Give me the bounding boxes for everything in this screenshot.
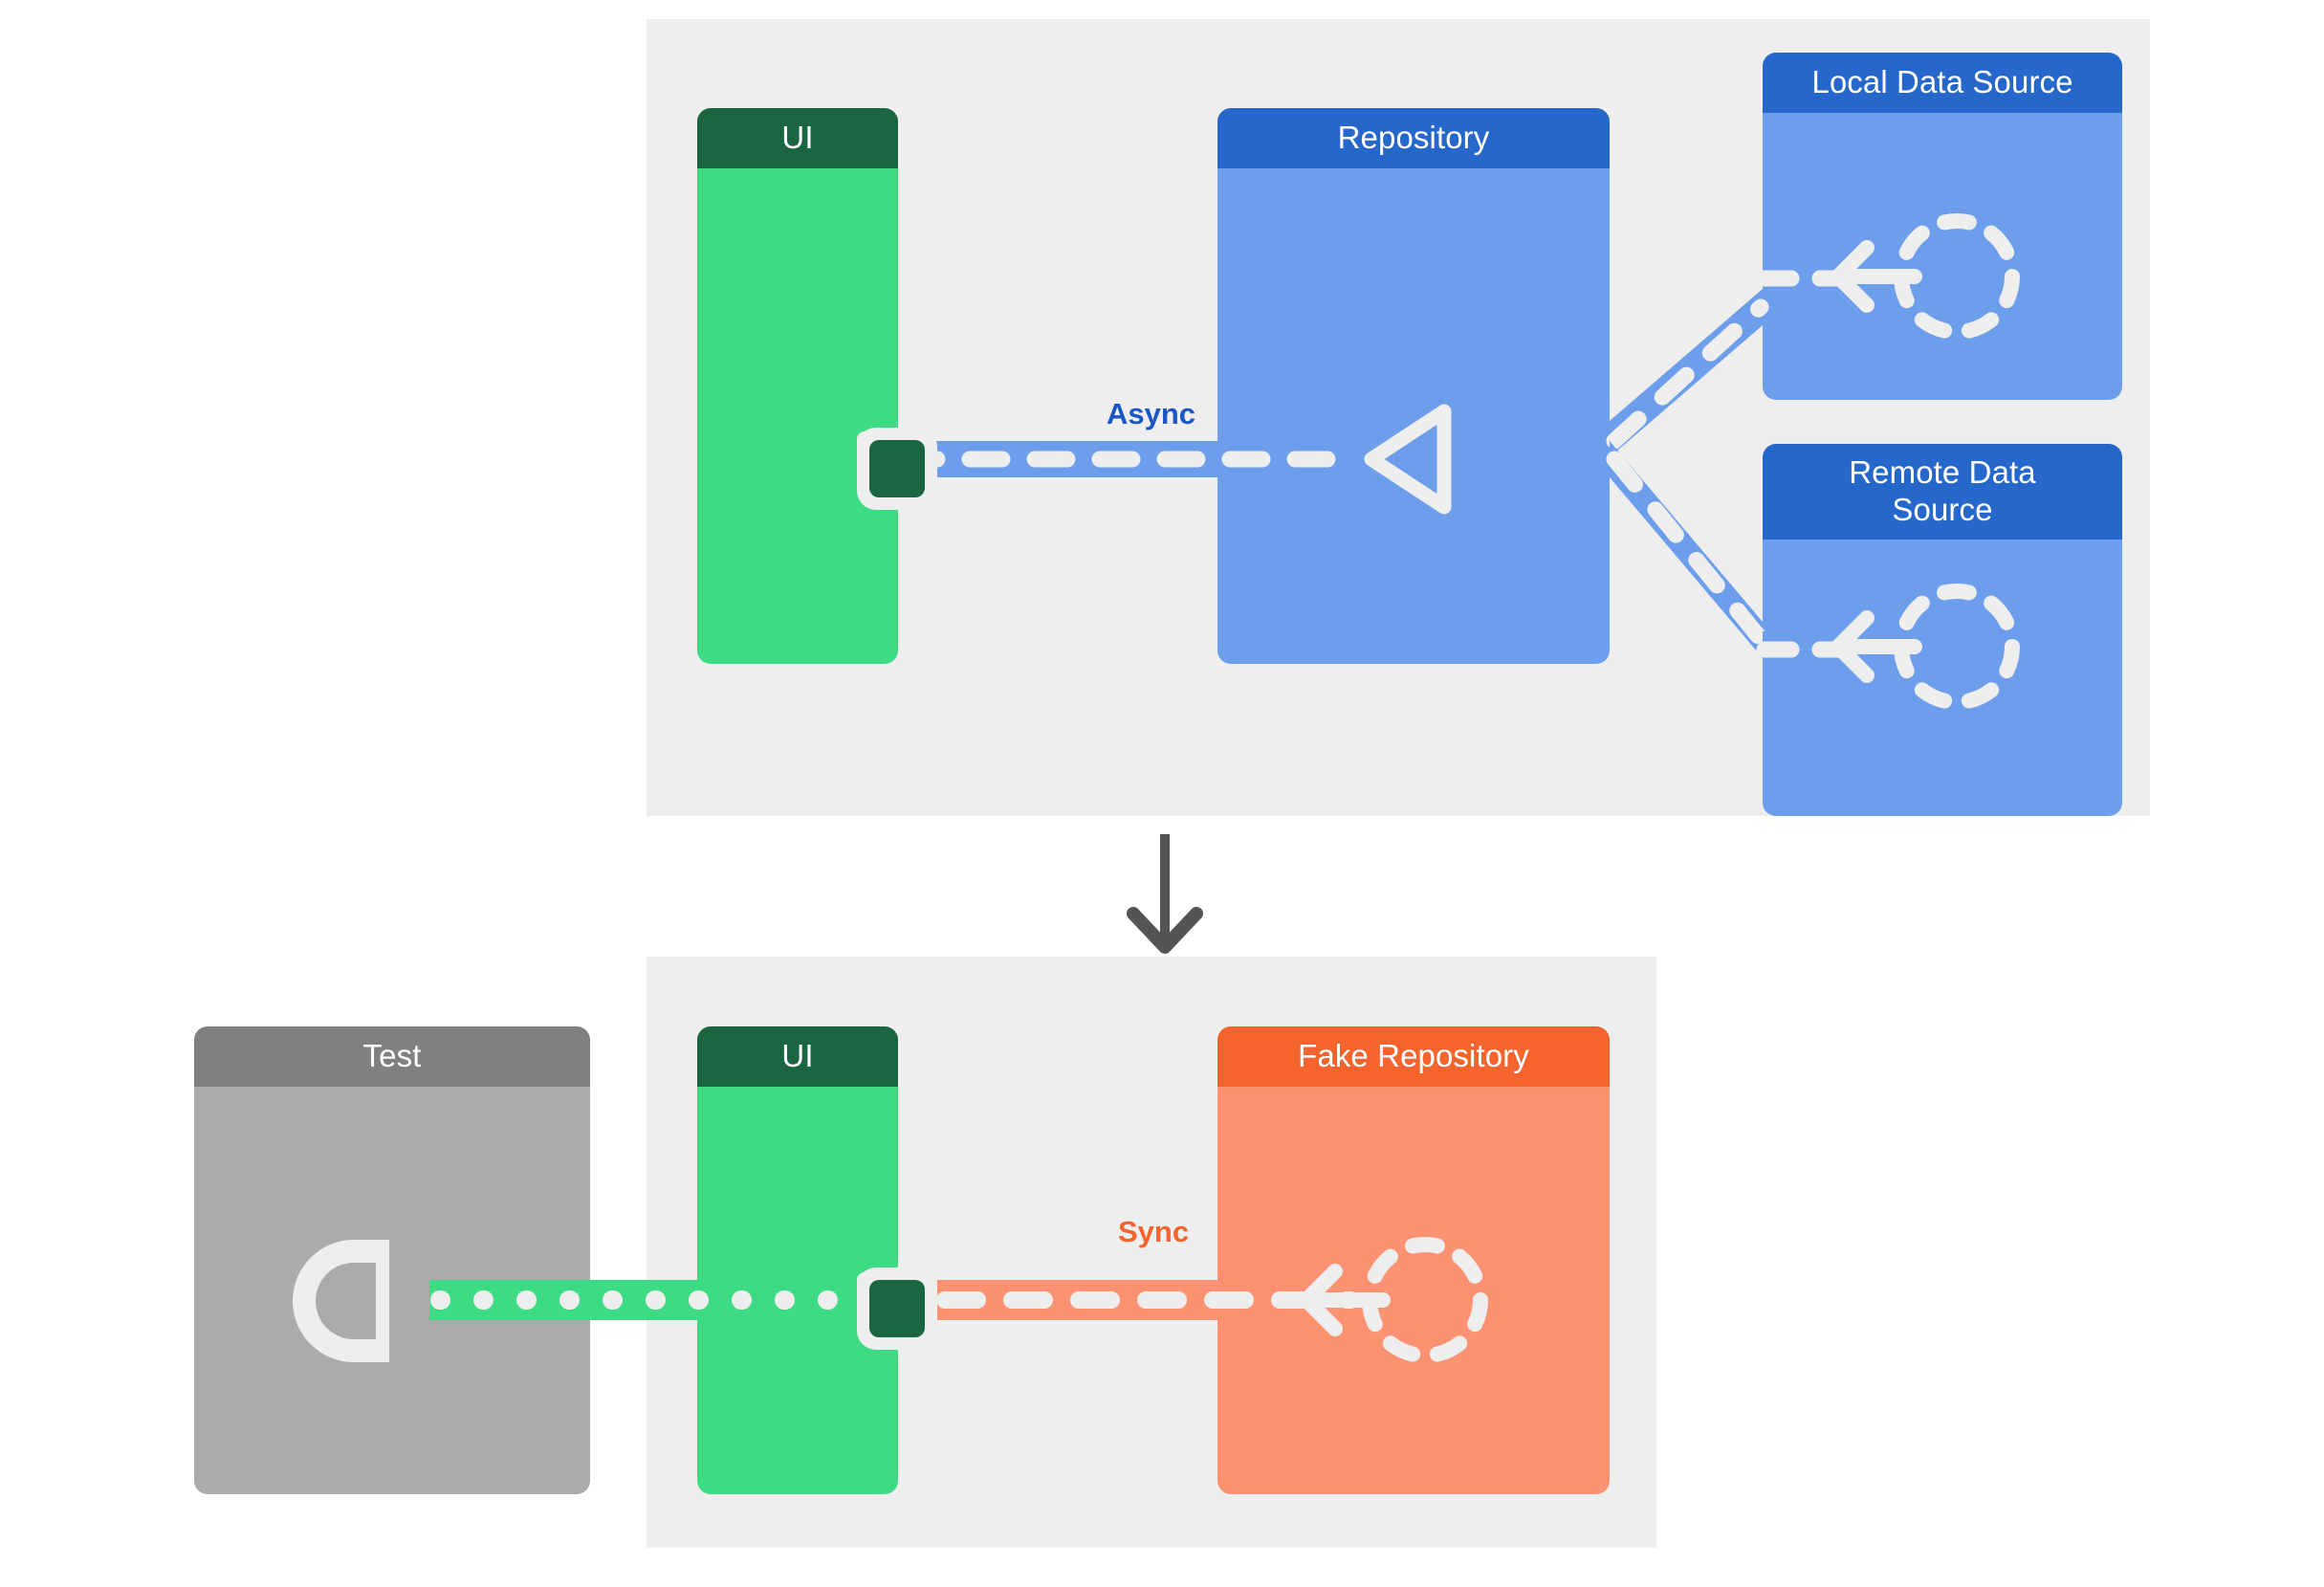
box-fake-repository-body — [1217, 1087, 1610, 1494]
box-repository-title: Repository — [1217, 108, 1610, 168]
box-ui-production[interactable]: UI — [697, 108, 898, 664]
box-ui-test-body — [697, 1087, 898, 1494]
connector-label-async: Async — [1107, 397, 1196, 430]
box-local-data-source-body — [1763, 113, 2122, 400]
box-local-data-source[interactable]: Local Data Source — [1763, 53, 2122, 400]
box-ui-production-body — [697, 168, 898, 664]
box-remote-data-source-title-line2: Source — [1892, 492, 1993, 527]
box-fake-repository-title: Fake Repository — [1217, 1026, 1610, 1087]
box-remote-data-source-title: Remote Data Source — [1763, 444, 2122, 540]
box-repository-body — [1217, 168, 1610, 664]
box-test[interactable]: Test — [194, 1026, 590, 1494]
box-remote-data-source[interactable]: Remote Data Source — [1763, 444, 2122, 816]
box-local-data-source-title: Local Data Source — [1763, 53, 2122, 113]
connector-label-sync: Sync — [1118, 1215, 1190, 1248]
box-ui-test[interactable]: UI — [697, 1026, 898, 1494]
flow-arrow-head — [1127, 907, 1203, 954]
box-ui-production-title: UI — [697, 108, 898, 168]
box-remote-data-source-body — [1763, 540, 2122, 816]
box-test-body — [194, 1087, 590, 1494]
box-repository[interactable]: Repository — [1217, 108, 1610, 664]
box-ui-test-title: UI — [697, 1026, 898, 1087]
box-remote-data-source-title-line1: Remote Data — [1849, 454, 2036, 491]
box-test-title: Test — [194, 1026, 590, 1087]
box-fake-repository[interactable]: Fake Repository — [1217, 1026, 1610, 1494]
flow-arrow-down — [1127, 834, 1203, 954]
